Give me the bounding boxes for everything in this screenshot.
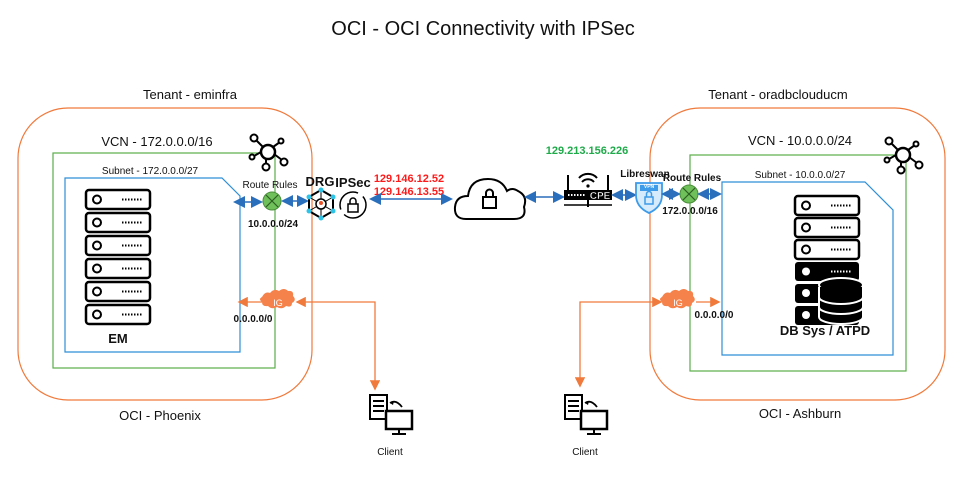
cpe-router-icon [564,172,612,207]
client-icon-left [368,393,414,436]
tenant-box-right [649,107,946,401]
vcn-box-left [52,152,276,369]
subnet-box-left [64,177,241,353]
libreswan-label: Libreswan [620,169,669,180]
route-rules-label-left: Route Rules [242,180,297,191]
subnet-box-right [721,181,894,356]
server-icon-em [84,188,152,326]
database-server-icon [793,194,864,325]
internet-cloud-lock-icon [453,177,527,220]
cpe-label: CPE [590,191,611,202]
public-ip-2: 129.146.13.55 [374,186,444,198]
tenant-label-right: Tenant - oradbclouducm [708,87,847,102]
vcn-box-right [689,154,907,372]
tenant-label-left: Tenant - eminfra [143,87,238,102]
vpn-label: VPN [644,184,655,190]
server-label-db: DB Sys / ATPD [780,323,870,338]
subnet-label-left: Subnet - 172.0.0.0/27 [102,166,199,177]
ig-cidr-right: 0.0.0.0/0 [695,310,734,321]
router-icon-right [679,184,699,204]
tenant-box-left [17,107,313,401]
client-icon-right [563,393,609,436]
cpe-ip: 129.213.156.226 [546,145,629,157]
link-client-ig-right [574,296,663,388]
ig-label-left: IG [273,298,283,308]
router-icon-left [262,191,282,211]
vcn-label-right: VCN - 10.0.0.0/24 [748,133,852,148]
region-label-right: OCI - Ashburn [759,406,841,421]
ig-cidr-left: 0.0.0.0/0 [234,314,273,325]
client-label-right: Client [572,447,598,458]
ipsec-label: IPSec [335,175,370,190]
drg-label: DRG [306,174,335,189]
public-ip-1: 129.146.12.52 [374,173,444,185]
ipsec-icon [339,191,367,219]
page-title: OCI - OCI Connectivity with IPSec [331,18,634,40]
route-cidr-right: 172.0.0.0/16 [662,206,718,217]
drg-icon [306,187,336,221]
link-ig-client-left [295,296,381,391]
server-label-em: EM [108,331,128,346]
subnet-label-right: Subnet - 10.0.0.0/27 [755,170,846,181]
vcn-label-left: VCN - 172.0.0.0/16 [101,134,212,149]
region-label-left: OCI - Phoenix [119,408,201,423]
route-cidr-left: 10.0.0.0/24 [248,219,298,230]
client-label-left: Client [377,447,403,458]
ig-label-right: IG [673,298,683,308]
route-rules-label-right: Route Rules [663,173,722,184]
